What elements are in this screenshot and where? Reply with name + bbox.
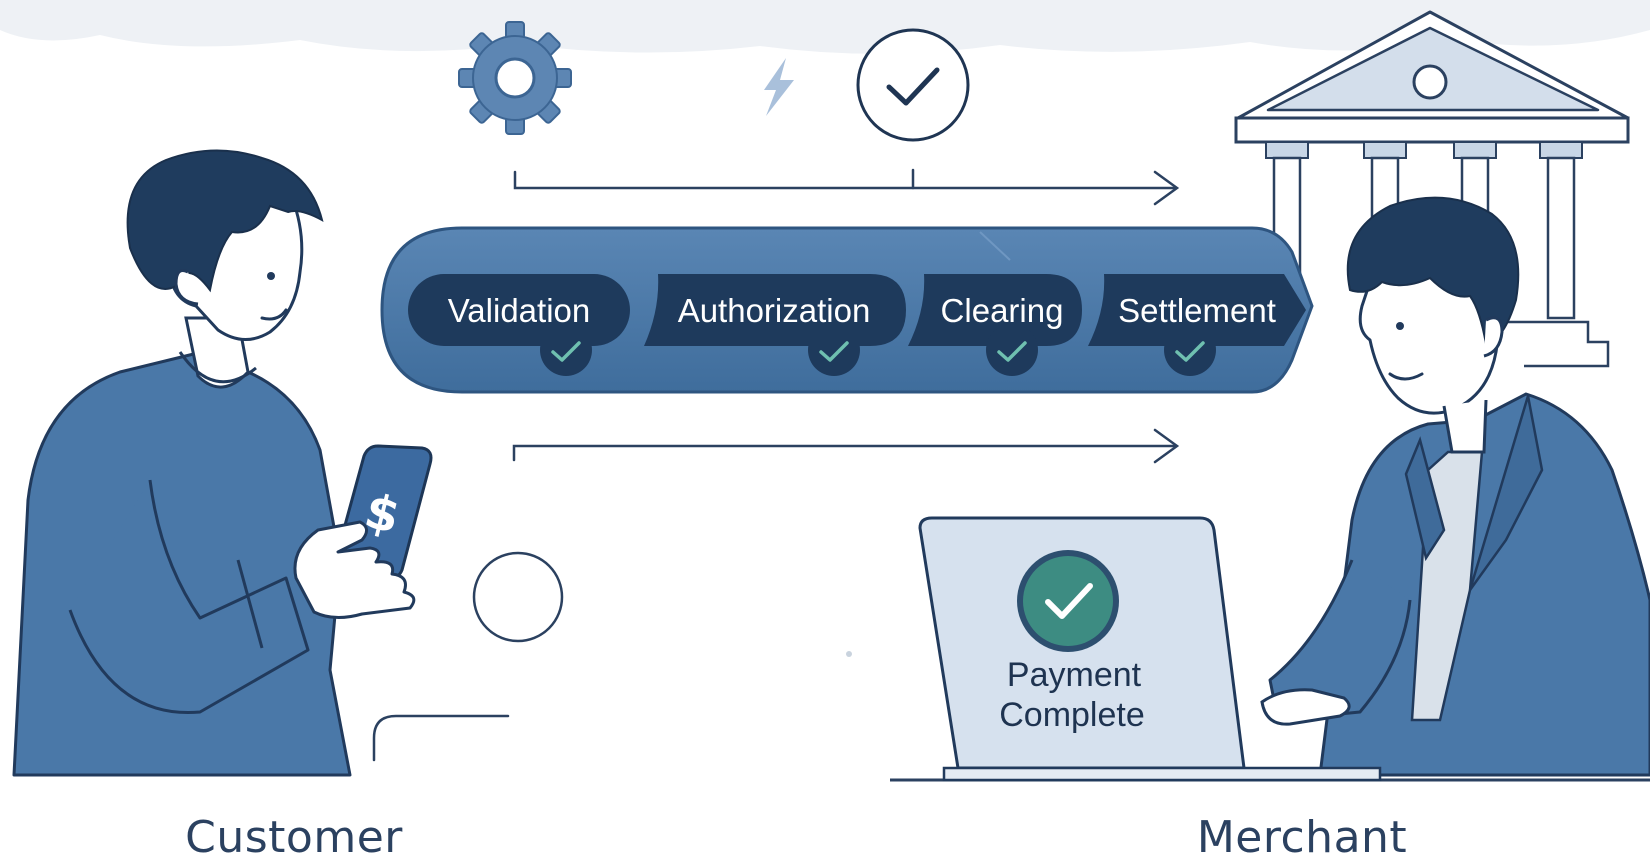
merchant-caption: Merchant bbox=[1196, 812, 1408, 863]
merchant-figure bbox=[1260, 196, 1650, 777]
top-flow-arrow bbox=[513, 168, 1180, 206]
stage-label: Settlement bbox=[1118, 292, 1276, 329]
check-icon bbox=[808, 324, 860, 376]
background-cloud bbox=[0, 0, 1650, 54]
stage-authorization: Authorization bbox=[644, 274, 906, 376]
payment-status-line2: Complete bbox=[999, 696, 1145, 734]
laptop: Payment Complete bbox=[918, 516, 1382, 782]
stage-label: Clearing bbox=[941, 292, 1064, 329]
stage-validation: Validation bbox=[408, 274, 630, 376]
customer-caption: Customer bbox=[185, 812, 403, 863]
placeholder-circle bbox=[472, 551, 564, 643]
decorative-dot bbox=[846, 651, 852, 657]
stage-settlement: Settlement bbox=[1088, 274, 1306, 376]
check-icon bbox=[1164, 324, 1216, 376]
lightning-icon bbox=[764, 58, 794, 116]
stage-clearing: Clearing bbox=[908, 274, 1082, 376]
bottom-flow-arrow bbox=[512, 428, 1180, 464]
customer-figure: $ bbox=[12, 149, 433, 777]
payment-status-line1: Payment bbox=[1007, 656, 1142, 694]
bank-icon bbox=[1234, 10, 1630, 368]
stage-label: Validation bbox=[448, 292, 591, 329]
check-icon bbox=[986, 324, 1038, 376]
check-circle-icon bbox=[856, 28, 970, 142]
stage-label: Authorization bbox=[678, 292, 871, 329]
corner-bracket bbox=[372, 714, 510, 762]
payment-success-icon bbox=[1017, 550, 1119, 652]
check-icon bbox=[540, 324, 592, 376]
gear-icon bbox=[458, 21, 572, 135]
